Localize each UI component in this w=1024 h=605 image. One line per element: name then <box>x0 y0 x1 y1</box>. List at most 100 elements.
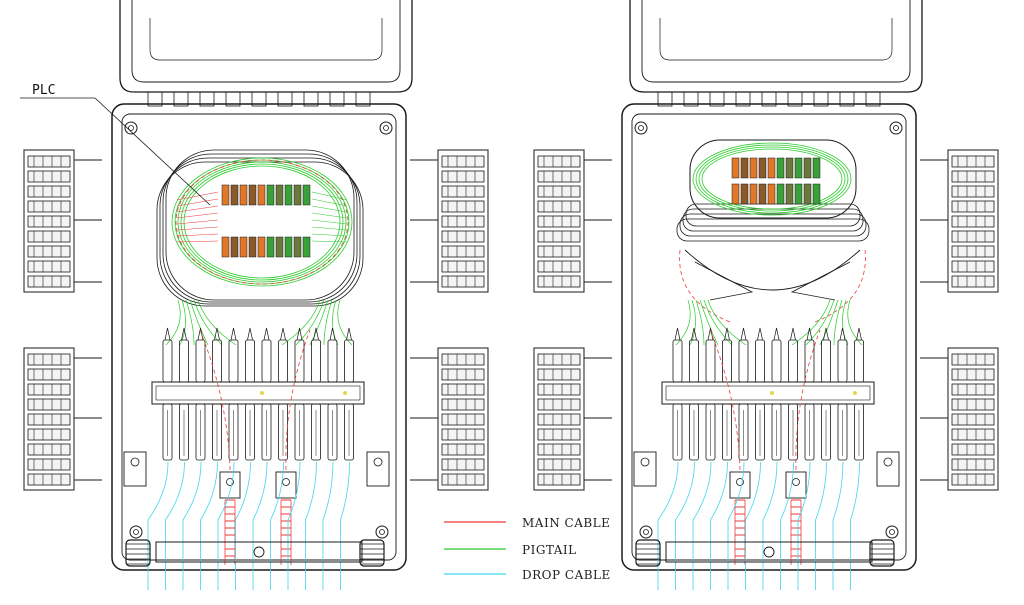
drop-cable <box>270 461 284 590</box>
main-cable-clamp-screw <box>792 478 800 486</box>
sc-connector-bottom <box>311 403 321 461</box>
left-connector-bank-upper-slot <box>537 155 581 168</box>
main-cable-clamp <box>275 471 297 499</box>
sc-connector-top-boot <box>164 327 171 341</box>
upper-tray-adapter <box>266 184 275 206</box>
main-cable-clamp <box>219 471 241 499</box>
adapter-panel <box>151 381 365 405</box>
drop-cable <box>832 461 844 590</box>
sc-connector-bottom <box>278 403 288 461</box>
pigtail-route-right <box>281 299 321 346</box>
drop-cable <box>235 461 251 590</box>
right-connector-bank-upper-slot <box>441 215 485 228</box>
drop-cable <box>182 461 202 590</box>
right-connector-bank-lower-slot <box>441 458 485 471</box>
lower-tray-adapter <box>275 236 284 258</box>
sc-connector-bottom <box>261 403 272 461</box>
right-connector-bank-lower-slot <box>951 428 995 441</box>
sc-connector-top <box>278 339 288 383</box>
corner-screw-head <box>643 529 649 535</box>
pigtail-fan-green <box>311 233 348 237</box>
sc-connector-top-boot <box>247 327 253 341</box>
sc-connector-bottom <box>212 403 222 461</box>
adapter-mark <box>260 391 264 395</box>
left-connector-bank-lower-slot <box>27 443 71 456</box>
left-connector-bank-upper-slot <box>27 275 71 288</box>
sc-connector-top-boot <box>823 327 829 341</box>
right-bracket-screw <box>883 457 893 467</box>
pigtail-route-right <box>847 299 863 346</box>
sc-connector-bottom <box>771 403 782 461</box>
pigtail-loop <box>180 163 344 281</box>
corner-screw <box>634 121 648 135</box>
lower-tray-adapter <box>785 183 794 205</box>
left-connector-bank-upper-frame <box>533 149 585 293</box>
sc-connector-bottom <box>788 403 798 461</box>
sc-connector-top-boot <box>740 327 747 341</box>
left-connector-bank-lower-slot <box>537 353 581 366</box>
sc-connector-top <box>755 339 765 383</box>
box-lid-rib <box>659 18 893 61</box>
lower-tray-adapter <box>221 236 230 258</box>
lower-tray-adapter <box>239 236 248 258</box>
main-cable-route <box>285 329 311 471</box>
sc-connector-top <box>771 339 782 383</box>
splice-tray-ring <box>165 149 355 301</box>
sc-connector-top-boot <box>296 327 303 341</box>
lower-tray-adapter <box>776 183 785 205</box>
right-connector-bank-lower-slot <box>441 428 485 441</box>
lid-hinge <box>839 91 855 107</box>
pigtail-loop <box>701 148 843 210</box>
pigtail-fan-green <box>311 205 348 213</box>
right-connector-bank-lower-slot <box>441 383 485 396</box>
upper-tray-adapter <box>740 157 749 179</box>
pigtail-route-left <box>699 299 719 346</box>
sc-connector-top-boot <box>181 327 187 341</box>
right-connector-bank-upper-slot <box>951 215 995 228</box>
drop-cable <box>692 461 712 590</box>
right-connector-bank-lower-slot <box>951 353 995 366</box>
corner-screw <box>885 525 899 539</box>
sc-connector-bottom <box>195 403 206 461</box>
drop-cable <box>252 461 268 590</box>
pigtail-fan-red <box>176 233 219 237</box>
pigtail-loop <box>695 144 849 214</box>
pigtail-route-left <box>707 299 747 346</box>
sc-connector-bottom <box>228 403 239 461</box>
left-connector-bank-upper-slot <box>537 185 581 198</box>
right-connector-bank-lower-slot <box>951 458 995 471</box>
bottom-gland-rail <box>665 541 873 563</box>
main-cable-clamp-screw <box>226 478 234 486</box>
adapter-mark <box>343 391 347 395</box>
right-connector-bank-upper-slot <box>441 275 485 288</box>
right-connector-bank-lower-slot <box>441 353 485 366</box>
pigtail-fan-green <box>311 198 348 207</box>
left-connector-bank-lower-slot <box>537 413 581 426</box>
splice-tray-ring <box>156 161 364 307</box>
main-cable-route <box>709 329 741 471</box>
main-cable-route <box>814 249 866 323</box>
right-box-view <box>533 0 999 590</box>
lid-hinge <box>251 91 267 107</box>
lid-hinge <box>303 91 319 107</box>
sc-connector-top <box>195 339 206 383</box>
right-connector-bank-upper-slot <box>951 155 995 168</box>
right-connector-bank-upper-slot <box>441 185 485 198</box>
sc-connector-bottom <box>245 403 255 461</box>
sc-connector-top-boot <box>856 327 862 341</box>
sc-connector-top <box>689 339 699 383</box>
pigtail-route-right <box>791 299 831 346</box>
sc-connector-bottom <box>804 403 815 461</box>
right-connector-bank-upper-slot <box>951 170 995 183</box>
left-connector-bank-upper-slot <box>27 155 71 168</box>
right-connector-bank-lower-slot <box>441 368 485 381</box>
pigtail-route-right <box>842 299 849 346</box>
pigtail-route-left <box>703 299 733 346</box>
main-cable-route <box>199 329 231 471</box>
right-connector-bank-lower-slot <box>441 473 485 486</box>
legend: MAIN CABLE PIGTAIL DROP CABLE <box>444 516 610 582</box>
corner-screw-head <box>638 125 644 131</box>
right-connector-bank-lower-slot <box>441 443 485 456</box>
sc-connector-top-boot <box>839 327 846 341</box>
drop-cable <box>217 461 235 590</box>
